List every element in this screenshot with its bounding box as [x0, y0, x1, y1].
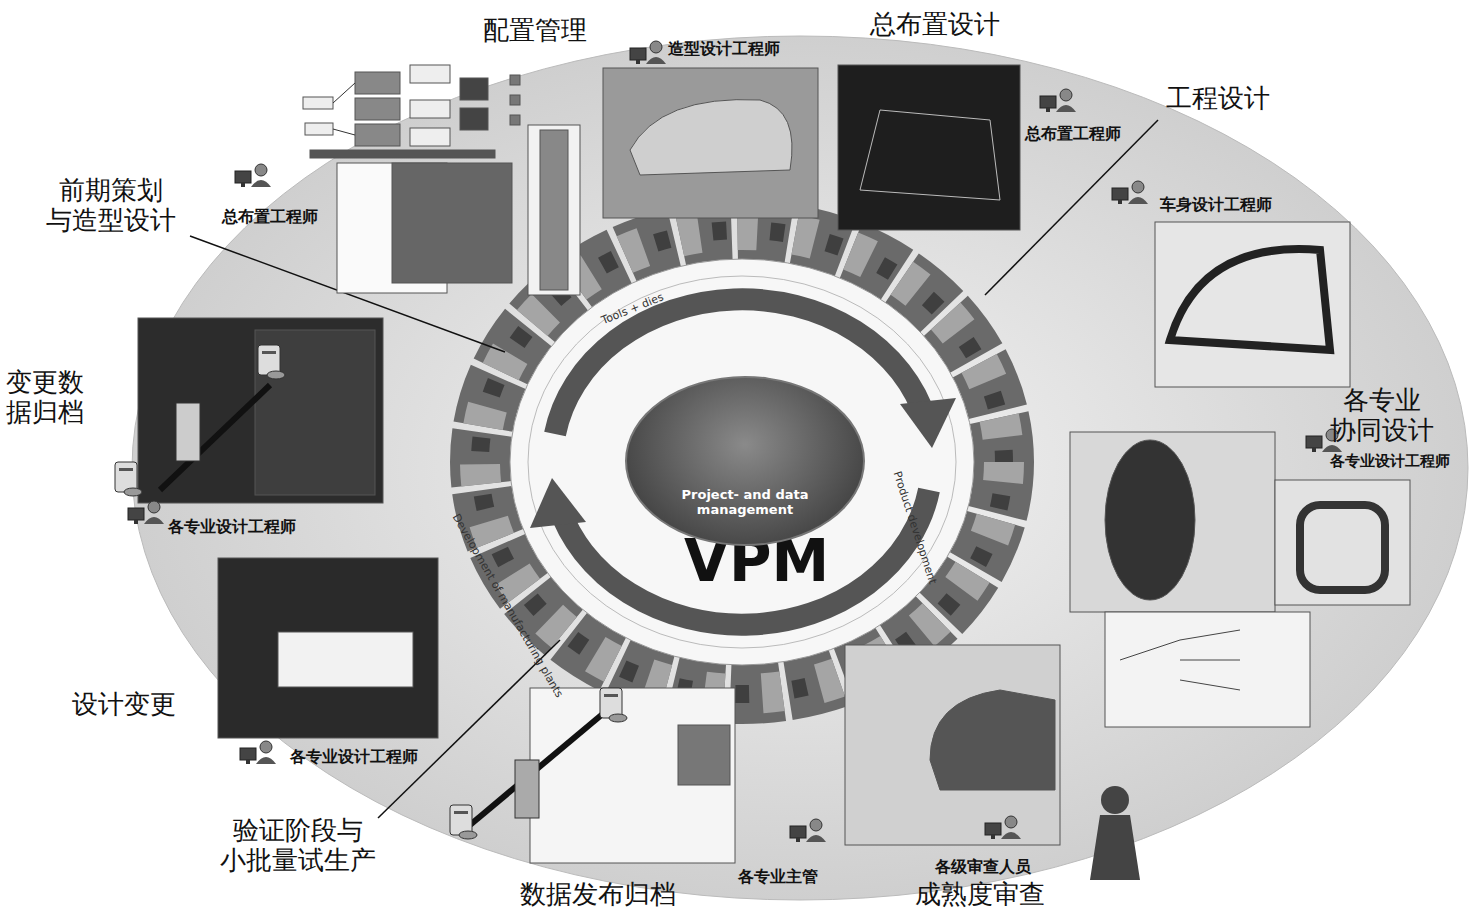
stage-label: 前期策划 与造型设计 — [36, 176, 186, 236]
role-label: 各专业设计工程师 — [290, 748, 418, 766]
center-circle: Project- and data management — [625, 376, 865, 546]
stage-label: 验证阶段与 小批量试生产 — [212, 816, 384, 876]
stage-label: 各专业 协同设计 — [1322, 386, 1442, 446]
role-label: 各专业主管 — [738, 868, 818, 886]
stage-label: 变更数 据归档 — [6, 368, 96, 428]
role-label: 总布置工程师 — [1025, 125, 1121, 143]
stage-label: 成熟度审查 — [915, 880, 1045, 910]
role-label: 各专业设计工程师 — [1330, 453, 1450, 470]
stage-label: 数据发布归档 — [520, 880, 676, 910]
role-label: 造型设计工程师 — [668, 40, 780, 58]
role-label: 各专业设计工程师 — [168, 518, 296, 536]
role-label: 车身设计工程师 — [1160, 196, 1272, 214]
role-label: 总布置工程师 — [222, 208, 318, 226]
role-label: 各级审查人员 — [935, 858, 1031, 876]
stage-label: 设计变更 — [72, 690, 176, 720]
stage-label: 总布置设计 — [870, 10, 1000, 40]
center-text: Project- and data management — [670, 487, 820, 518]
stage-label: 配置管理 — [483, 16, 587, 46]
stage-label: 工程设计 — [1166, 84, 1270, 114]
